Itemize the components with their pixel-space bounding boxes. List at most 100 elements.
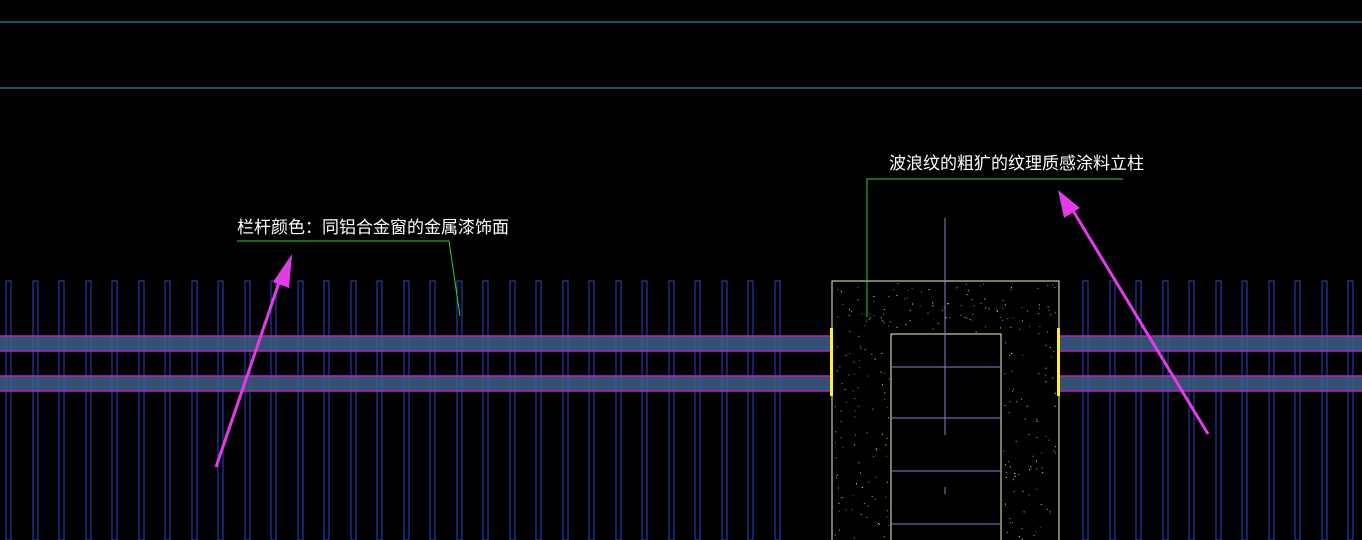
baluster — [111, 280, 118, 540]
speckle-dot — [840, 410, 842, 412]
baluster — [1162, 280, 1169, 540]
speckle-dot — [984, 298, 986, 300]
speckle-dot — [1045, 436, 1047, 438]
speckle-dot — [889, 321, 891, 323]
baluster — [456, 280, 463, 540]
speckle-dot — [984, 307, 986, 309]
speckle-dot — [853, 361, 855, 363]
speckle-dot — [1030, 468, 1032, 470]
speckle-dot — [1004, 464, 1006, 466]
speckle-dot — [1047, 306, 1049, 308]
column-inner-panel — [890, 333, 1002, 540]
baluster — [270, 280, 277, 540]
arrow-railing-shaft — [214, 273, 284, 468]
speckle-dot — [948, 317, 950, 318]
speckle-dot — [985, 326, 986, 328]
speckle-dot — [854, 416, 856, 418]
column-pillar — [830, 218, 1060, 540]
speckle-dot — [1053, 450, 1055, 452]
speckle-dot — [1022, 490, 1024, 492]
speckle-dot — [1041, 452, 1042, 454]
speckle-dot — [858, 360, 860, 362]
speckle-dot — [837, 316, 839, 318]
speckle-dot — [1007, 318, 1009, 319]
speckle-dot — [888, 524, 890, 526]
speckle-dot — [1029, 326, 1030, 327]
speckle-dot — [1036, 418, 1038, 420]
speckle-dot — [1030, 466, 1032, 468]
speckle-dot — [1050, 356, 1052, 358]
speckle-dot — [999, 316, 1001, 318]
speckle-dot — [1054, 287, 1056, 288]
speckle-dot — [893, 289, 894, 291]
speckle-dot — [960, 314, 962, 316]
speckle-dot — [1036, 420, 1038, 422]
speckle-dot — [864, 325, 866, 327]
baluster — [721, 280, 728, 540]
speckle-dot — [883, 373, 885, 374]
baluster — [774, 280, 781, 540]
speckle-dot — [844, 389, 846, 390]
speckle-dot — [868, 505, 870, 507]
speckle-dot — [1012, 522, 1014, 524]
speckle-dot — [1037, 287, 1039, 289]
speckle-dot — [871, 495, 873, 497]
speckle-dot — [878, 523, 879, 524]
speckle-dot — [863, 503, 865, 505]
speckle-dot — [1010, 287, 1012, 289]
speckle-dot — [1038, 307, 1040, 309]
speckle-dot — [1005, 342, 1007, 344]
speckle-dot — [972, 319, 974, 321]
speckle-dot — [1049, 347, 1051, 348]
speckle-dot — [1010, 326, 1012, 328]
speckle-dot — [864, 349, 866, 351]
speckle-dot — [1021, 538, 1023, 540]
speckle-dot — [869, 313, 871, 315]
speckle-dot — [927, 312, 929, 314]
speckle-dot — [1008, 412, 1010, 414]
speckle-dot — [866, 320, 868, 322]
speckle-dot — [875, 448, 877, 450]
speckle-dot — [1036, 468, 1038, 470]
speckle-dot — [1005, 503, 1006, 505]
speckle-dot — [1054, 446, 1056, 448]
speckle-dot — [859, 345, 861, 347]
baluster-group — [5, 280, 1354, 540]
baluster — [615, 280, 622, 540]
speckle-dot — [1011, 353, 1013, 354]
speckle-dot — [845, 354, 847, 356]
speckle-dot — [853, 373, 855, 375]
speckle-dot — [835, 457, 837, 459]
speckle-dot — [1012, 390, 1014, 392]
arrow-column-shaft — [1070, 208, 1210, 435]
speckle-dot — [1055, 312, 1057, 314]
speckle-dot — [842, 304, 844, 305]
speckle-dot — [1002, 300, 1004, 302]
speckle-dot — [882, 433, 883, 435]
speckle-dot — [886, 455, 888, 457]
speckle-dot — [838, 529, 840, 531]
speckle-dot — [1008, 461, 1009, 463]
baluster — [85, 280, 92, 540]
speckle-dot — [873, 315, 875, 316]
speckle-dot — [1039, 304, 1040, 306]
speckle-dot — [1009, 401, 1011, 402]
speckle-dot — [875, 476, 877, 478]
speckle-dot — [966, 294, 968, 296]
speckle-dot — [1035, 531, 1037, 533]
speckle-dot — [834, 534, 836, 536]
speckle-dot — [887, 406, 889, 408]
speckle-dot — [888, 296, 890, 298]
speckle-dot — [834, 442, 836, 444]
speckle-dot — [872, 408, 874, 410]
speckle-dot — [996, 310, 998, 312]
speckle-dot — [886, 481, 888, 483]
speckle-dot — [1014, 475, 1016, 477]
speckle-dot — [1023, 511, 1025, 513]
speckle-dot — [1048, 439, 1050, 441]
speckle-dot — [1006, 531, 1008, 533]
baluster — [694, 280, 701, 540]
speckle-dot — [851, 311, 852, 313]
speckle-dot — [853, 537, 855, 539]
railing-leader-line — [237, 240, 461, 317]
